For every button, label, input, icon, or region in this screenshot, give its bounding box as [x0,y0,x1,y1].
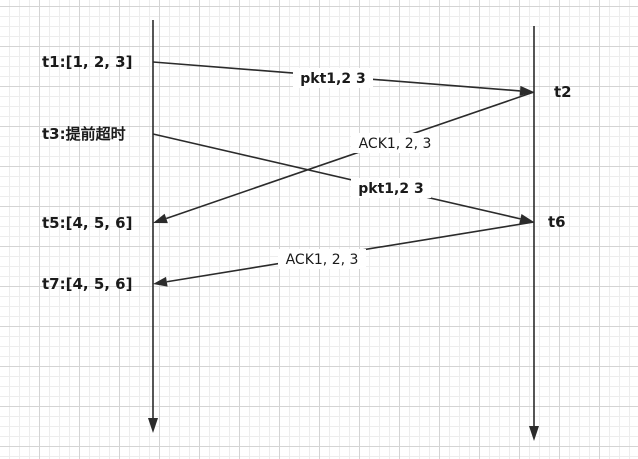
message-label: ACK1, 2, 3 [286,252,359,268]
arrowhead [519,213,534,224]
message-label: pkt1,2 3 [300,71,365,87]
message-arrow-pkt-1: pkt1,2 3 [152,61,534,96]
message-line [152,133,521,220]
message-label: pkt1,2 3 [358,181,423,197]
sender-event-label-t1: t1:[1, 2, 3] [42,53,132,71]
sender-event-label-t7: t7:[4, 5, 6] [42,275,132,293]
sender-lifeline [148,20,158,433]
sender-event-label-t5: t5:[4, 5, 6] [42,214,132,232]
receiver-event-label-t6: t6 [548,213,566,231]
arrowhead [519,85,534,96]
message-label-background [351,133,439,153]
message-label-background [293,68,373,88]
events: t1:[1, 2, 3] t3:提前超时 t5:[4, 5, 6] t7:[4, 5,… [42,53,572,293]
message-arrow-ack-2: ACK1, 2, 3 [153,221,535,287]
arrowhead [153,213,168,224]
message-label-background [278,249,366,269]
arrowhead [153,276,168,287]
receiver-event-label-t2: t2 [554,83,572,101]
message-line [165,91,535,220]
sender-event-label-t3: t3:提前超时 [42,125,126,143]
message-arrow-ack-1: ACK1, 2, 3 [153,91,535,224]
messages: pkt1,2 3 ACK1, 2, 3 pkt1,2 3 ACK1, 2, 3 [152,61,535,287]
message-label-background [351,178,431,198]
receiver-lifeline [529,26,539,441]
message-label: ACK1, 2, 3 [359,136,432,152]
message-arrow-pkt-2: pkt1,2 3 [152,133,534,224]
